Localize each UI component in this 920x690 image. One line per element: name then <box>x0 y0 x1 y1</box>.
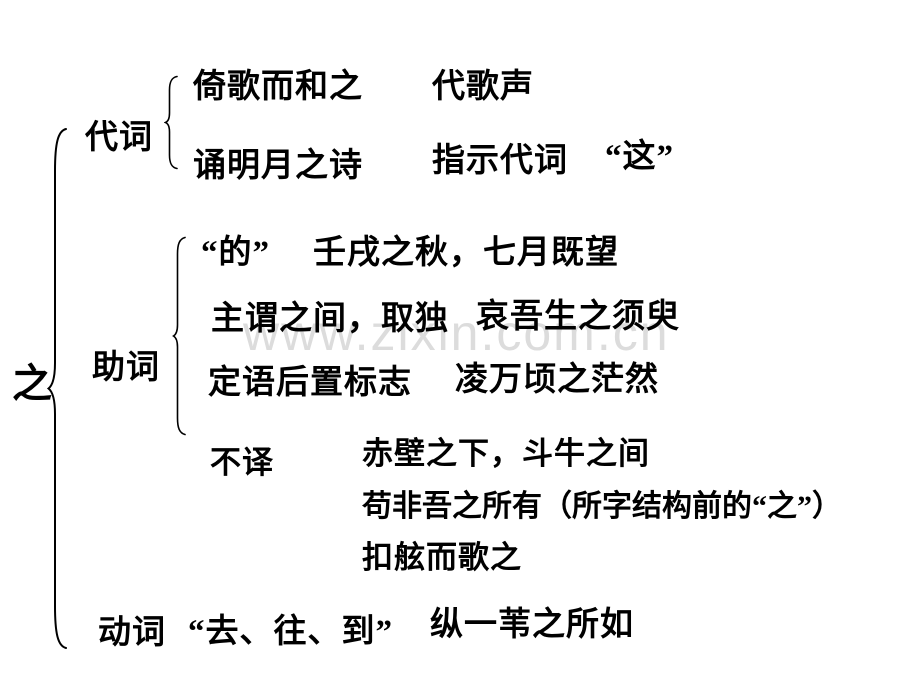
particle-example-2: 哀吾生之须臾 <box>476 299 680 335</box>
root-label: 之 <box>12 361 53 406</box>
particle-example-1: 壬戌之秋，七月既望 <box>313 235 619 271</box>
pronoun-example-1: 倚歌而和之 <box>193 69 363 105</box>
particle-example-3: 凌万顷之茫然 <box>455 362 659 398</box>
pronoun-branch-label: 代词 <box>85 120 153 156</box>
verb-example: 纵一苇之所如 <box>430 607 634 643</box>
watermark-text: www.zixin.com.cn <box>243 305 670 361</box>
particle-usage-3: 定语后置标志 <box>208 365 412 401</box>
particle-usage-4: 不译 <box>210 445 274 480</box>
pronoun-meaning-1: 代歌声 <box>432 69 534 105</box>
pronoun-example-2: 诵明月之诗 <box>193 148 363 184</box>
pronoun-gloss-2: “这” <box>605 139 674 175</box>
verb-usage: “去、往、到” <box>188 614 393 650</box>
pronoun-meaning-2: 指示代词 <box>432 143 568 179</box>
particle-example-4c: 扣舷而歌之 <box>362 540 522 575</box>
particle-example-4b: 苟非吾之所有（所字结构前的“之”） <box>362 490 842 523</box>
pronoun-brace <box>164 75 178 170</box>
particle-brace <box>172 236 186 436</box>
particle-usage-1: “的” <box>201 235 270 271</box>
verb-branch-label: 动词 <box>98 615 166 651</box>
particle-example-4a: 赤壁之下，斗牛之间 <box>362 436 650 471</box>
particle-branch-label: 助词 <box>92 350 160 386</box>
main-brace <box>46 128 67 649</box>
particle-usage-2: 主谓之间，取独 <box>211 301 449 337</box>
